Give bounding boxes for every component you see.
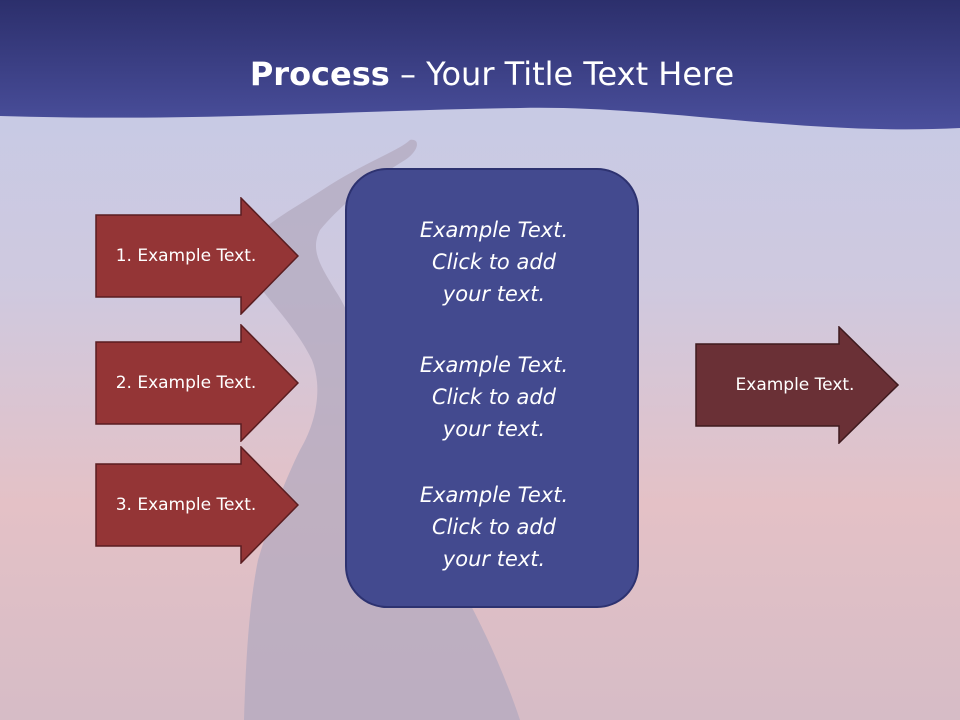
input-arrow-label: 3. Example Text. xyxy=(115,495,257,515)
process-text-line: Example Text. xyxy=(419,483,569,507)
output-arrow-label: Example Text. xyxy=(735,375,855,395)
process-text-1[interactable]: Example Text. Click to add your text. xyxy=(347,214,641,310)
process-text-line: Example Text. xyxy=(419,353,569,377)
process-text-3[interactable]: Example Text. Click to add your text. xyxy=(347,479,641,575)
process-text-2[interactable]: Example Text. Click to add your text. xyxy=(347,349,641,445)
input-arrow-3[interactable]: 3. Example Text. xyxy=(95,446,299,564)
process-text-line: Click to add xyxy=(431,250,556,274)
process-text-line: Click to add xyxy=(431,515,556,539)
arrow-right-shape xyxy=(95,446,299,564)
arrow-right-shape xyxy=(95,324,299,442)
process-text-line: your text. xyxy=(442,547,546,571)
input-arrow-label: 2. Example Text. xyxy=(115,373,257,393)
output-arrow[interactable]: Example Text. xyxy=(695,326,899,444)
process-text-line: your text. xyxy=(442,417,546,441)
process-text-line: your text. xyxy=(442,282,546,306)
header-band xyxy=(0,0,960,130)
title-rest-text: – Your Title Text Here xyxy=(389,55,735,93)
process-text-line: Example Text. xyxy=(419,218,569,242)
arrow-right-shape xyxy=(95,197,299,315)
input-arrow-2[interactable]: 2. Example Text. xyxy=(95,324,299,442)
process-box[interactable]: Example Text. Click to add your text. Ex… xyxy=(345,168,639,608)
slide-title[interactable]: Process – Your Title Text Here xyxy=(0,52,960,96)
arrow-right-shape xyxy=(695,326,899,444)
process-text-line: Click to add xyxy=(431,385,556,409)
input-arrow-label: 1. Example Text. xyxy=(115,246,257,266)
input-arrow-1[interactable]: 1. Example Text. xyxy=(95,197,299,315)
title-bold-text: Process xyxy=(249,55,390,93)
